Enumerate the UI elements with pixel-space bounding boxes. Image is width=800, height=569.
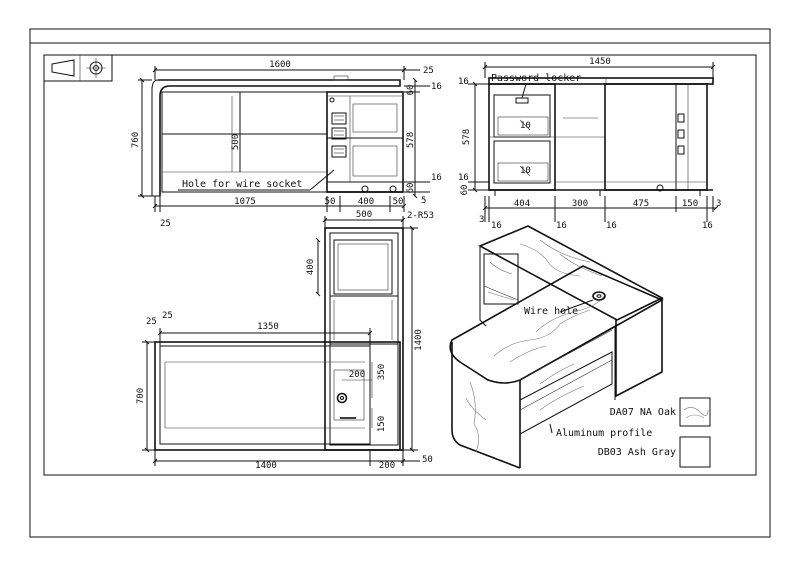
material-legend xyxy=(679,397,711,468)
front-dim-1075: 1075 xyxy=(234,197,256,207)
side-dim-drawer-10b: 10 xyxy=(520,166,531,176)
wire-hole-callout: Wire hole xyxy=(524,306,578,317)
plan-dim-50: 50 xyxy=(422,455,433,465)
side-dim-150: 150 xyxy=(682,199,698,209)
side-dim-16b: 16 xyxy=(556,221,567,231)
front-dim-50a: 50 xyxy=(325,197,336,207)
side-dim-578: 578 xyxy=(462,129,472,145)
sheet-frame xyxy=(29,28,771,538)
front-dim-760: 760 xyxy=(131,132,141,148)
plan-dim-150: 150 xyxy=(377,416,387,432)
front-view-drawing xyxy=(138,66,430,212)
plan-dim-500: 500 xyxy=(356,210,372,220)
side-dim-16d: 16 xyxy=(702,221,713,231)
front-dim-top-60: 60 xyxy=(406,85,416,96)
front-dim-5: 5 xyxy=(421,196,426,206)
side-dim-16a: 16 xyxy=(491,221,502,231)
plan-dim-700: 700 xyxy=(136,388,146,404)
side-dim-300: 300 xyxy=(572,199,588,209)
plan-dim-200-inner: 200 xyxy=(349,370,365,380)
front-dim-500: 500 xyxy=(231,134,241,150)
plan-dim-25b: 25 xyxy=(162,311,173,321)
aluminum-profile-callout: Aluminum profile xyxy=(556,428,652,439)
plan-dim-1400-vert: 1400 xyxy=(414,329,424,351)
side-dim-top-16: 16 xyxy=(458,77,469,87)
plan-dim-200-bottom: 200 xyxy=(379,461,395,471)
front-dim-top-16: 16 xyxy=(431,82,442,92)
side-dim-drawer-10a: 10 xyxy=(520,121,531,131)
plan-dim-400: 400 xyxy=(306,259,316,275)
plan-dim-350: 350 xyxy=(377,364,387,380)
side-dim-bottom-16: 16 xyxy=(458,173,469,183)
front-dim-578: 578 xyxy=(406,132,416,148)
front-dim-25: 25 xyxy=(423,66,434,76)
plan-dim-1400-horiz: 1400 xyxy=(255,461,277,471)
front-dim-bottom-60: 60 xyxy=(406,183,416,194)
front-dim-bottom-16: 16 xyxy=(431,173,442,183)
legend-label-ash-gray: DB03 Ash Gray xyxy=(598,447,676,458)
plan-dim-25a: 25 xyxy=(146,317,157,327)
plan-dim-1350: 1350 xyxy=(257,322,279,332)
side-dim-right-3: 3 xyxy=(716,199,721,209)
side-dim-left-3: 3 xyxy=(479,215,484,225)
side-dim-475: 475 xyxy=(633,199,649,209)
side-dim-404: 404 xyxy=(514,199,530,209)
front-dim-1600: 1600 xyxy=(269,60,291,70)
side-view-drawing xyxy=(468,62,719,222)
blank-swatch-icon xyxy=(679,436,711,468)
password-locker-callout: Password locker xyxy=(491,73,581,84)
plan-view-drawing xyxy=(142,216,420,466)
side-dim-16c: 16 xyxy=(606,221,617,231)
projection-symbol-icon xyxy=(43,54,113,82)
front-dim-left-25: 25 xyxy=(160,219,171,229)
front-dim-50b: 50 xyxy=(393,197,404,207)
side-dim-bottom-60: 60 xyxy=(460,185,470,196)
front-dim-400: 400 xyxy=(358,197,374,207)
legend-label-oak: DA07 NA Oak xyxy=(610,407,676,418)
wood-grain-icon xyxy=(679,397,711,427)
plan-dim-2-r53: 2-R53 xyxy=(407,211,434,221)
side-dim-1450: 1450 xyxy=(589,57,611,67)
wire-socket-callout: Hole for wire socket xyxy=(182,179,302,190)
isometric-desk-drawing xyxy=(449,225,664,469)
